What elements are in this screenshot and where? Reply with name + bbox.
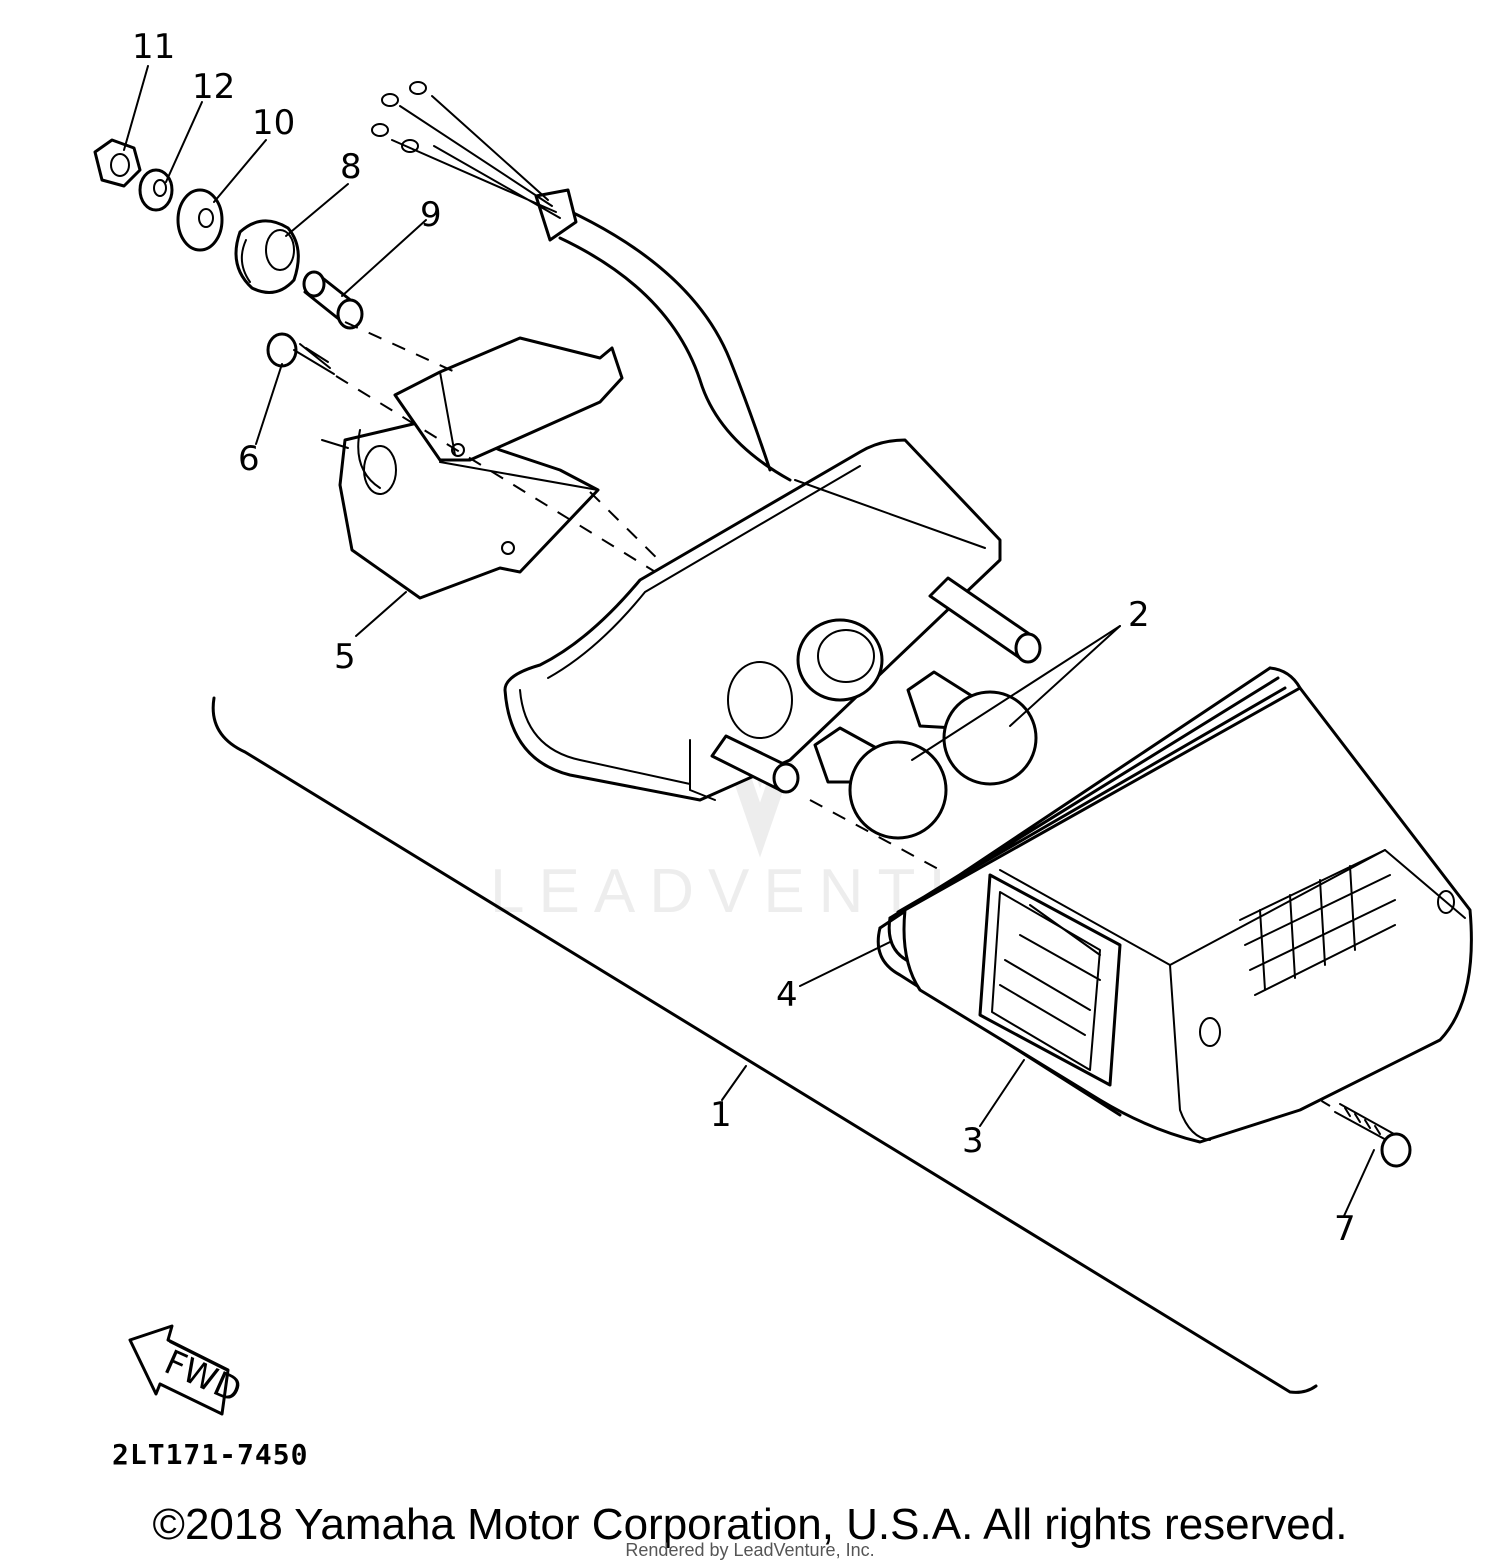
part-10-washer [176, 188, 224, 252]
part-11-nut [93, 138, 142, 188]
callout-1: 1 [710, 1095, 732, 1135]
alignment-line-bracket [589, 491, 761, 661]
rendered-by-credit: Rendered by LeadVenture, Inc. [625, 1540, 875, 1560]
callout-2: 2 [1128, 595, 1150, 635]
callout-4: 4 [776, 975, 798, 1015]
assembly-outline [211, 696, 1318, 1394]
wire-harness [371, 81, 792, 482]
fwd-arrow: FWD [128, 1324, 247, 1416]
leader-lines [123, 65, 1375, 1217]
callout-6: 6 [238, 439, 260, 479]
callout-9: 9 [420, 195, 442, 235]
part-9-collar [302, 270, 364, 330]
callout-8: 8 [340, 147, 362, 187]
callout-11: 11 [132, 27, 175, 67]
part-7-screw [1334, 1103, 1412, 1168]
part-6-screw [266, 332, 335, 375]
part-2-bulbs [813, 670, 1038, 840]
callout-5: 5 [334, 637, 356, 677]
part-3-lens [902, 686, 1473, 1144]
copyright-notice: ©2018 Yamaha Motor Corporation, U.S.A. A… [152, 1500, 1348, 1549]
part-8-grommet [234, 219, 300, 294]
callout-10: 10 [252, 103, 295, 143]
tail-light-housing [503, 438, 1042, 802]
diagram-code: 2LT171-7450 [112, 1438, 309, 1471]
part-12-lock-washer [138, 168, 174, 212]
callout-3: 3 [962, 1121, 984, 1161]
callout-7: 7 [1334, 1209, 1356, 1249]
part-5-bracket [321, 336, 624, 600]
alignment-line-top [344, 321, 456, 373]
alignment-line-screw [335, 375, 689, 593]
callout-12: 12 [192, 67, 235, 107]
